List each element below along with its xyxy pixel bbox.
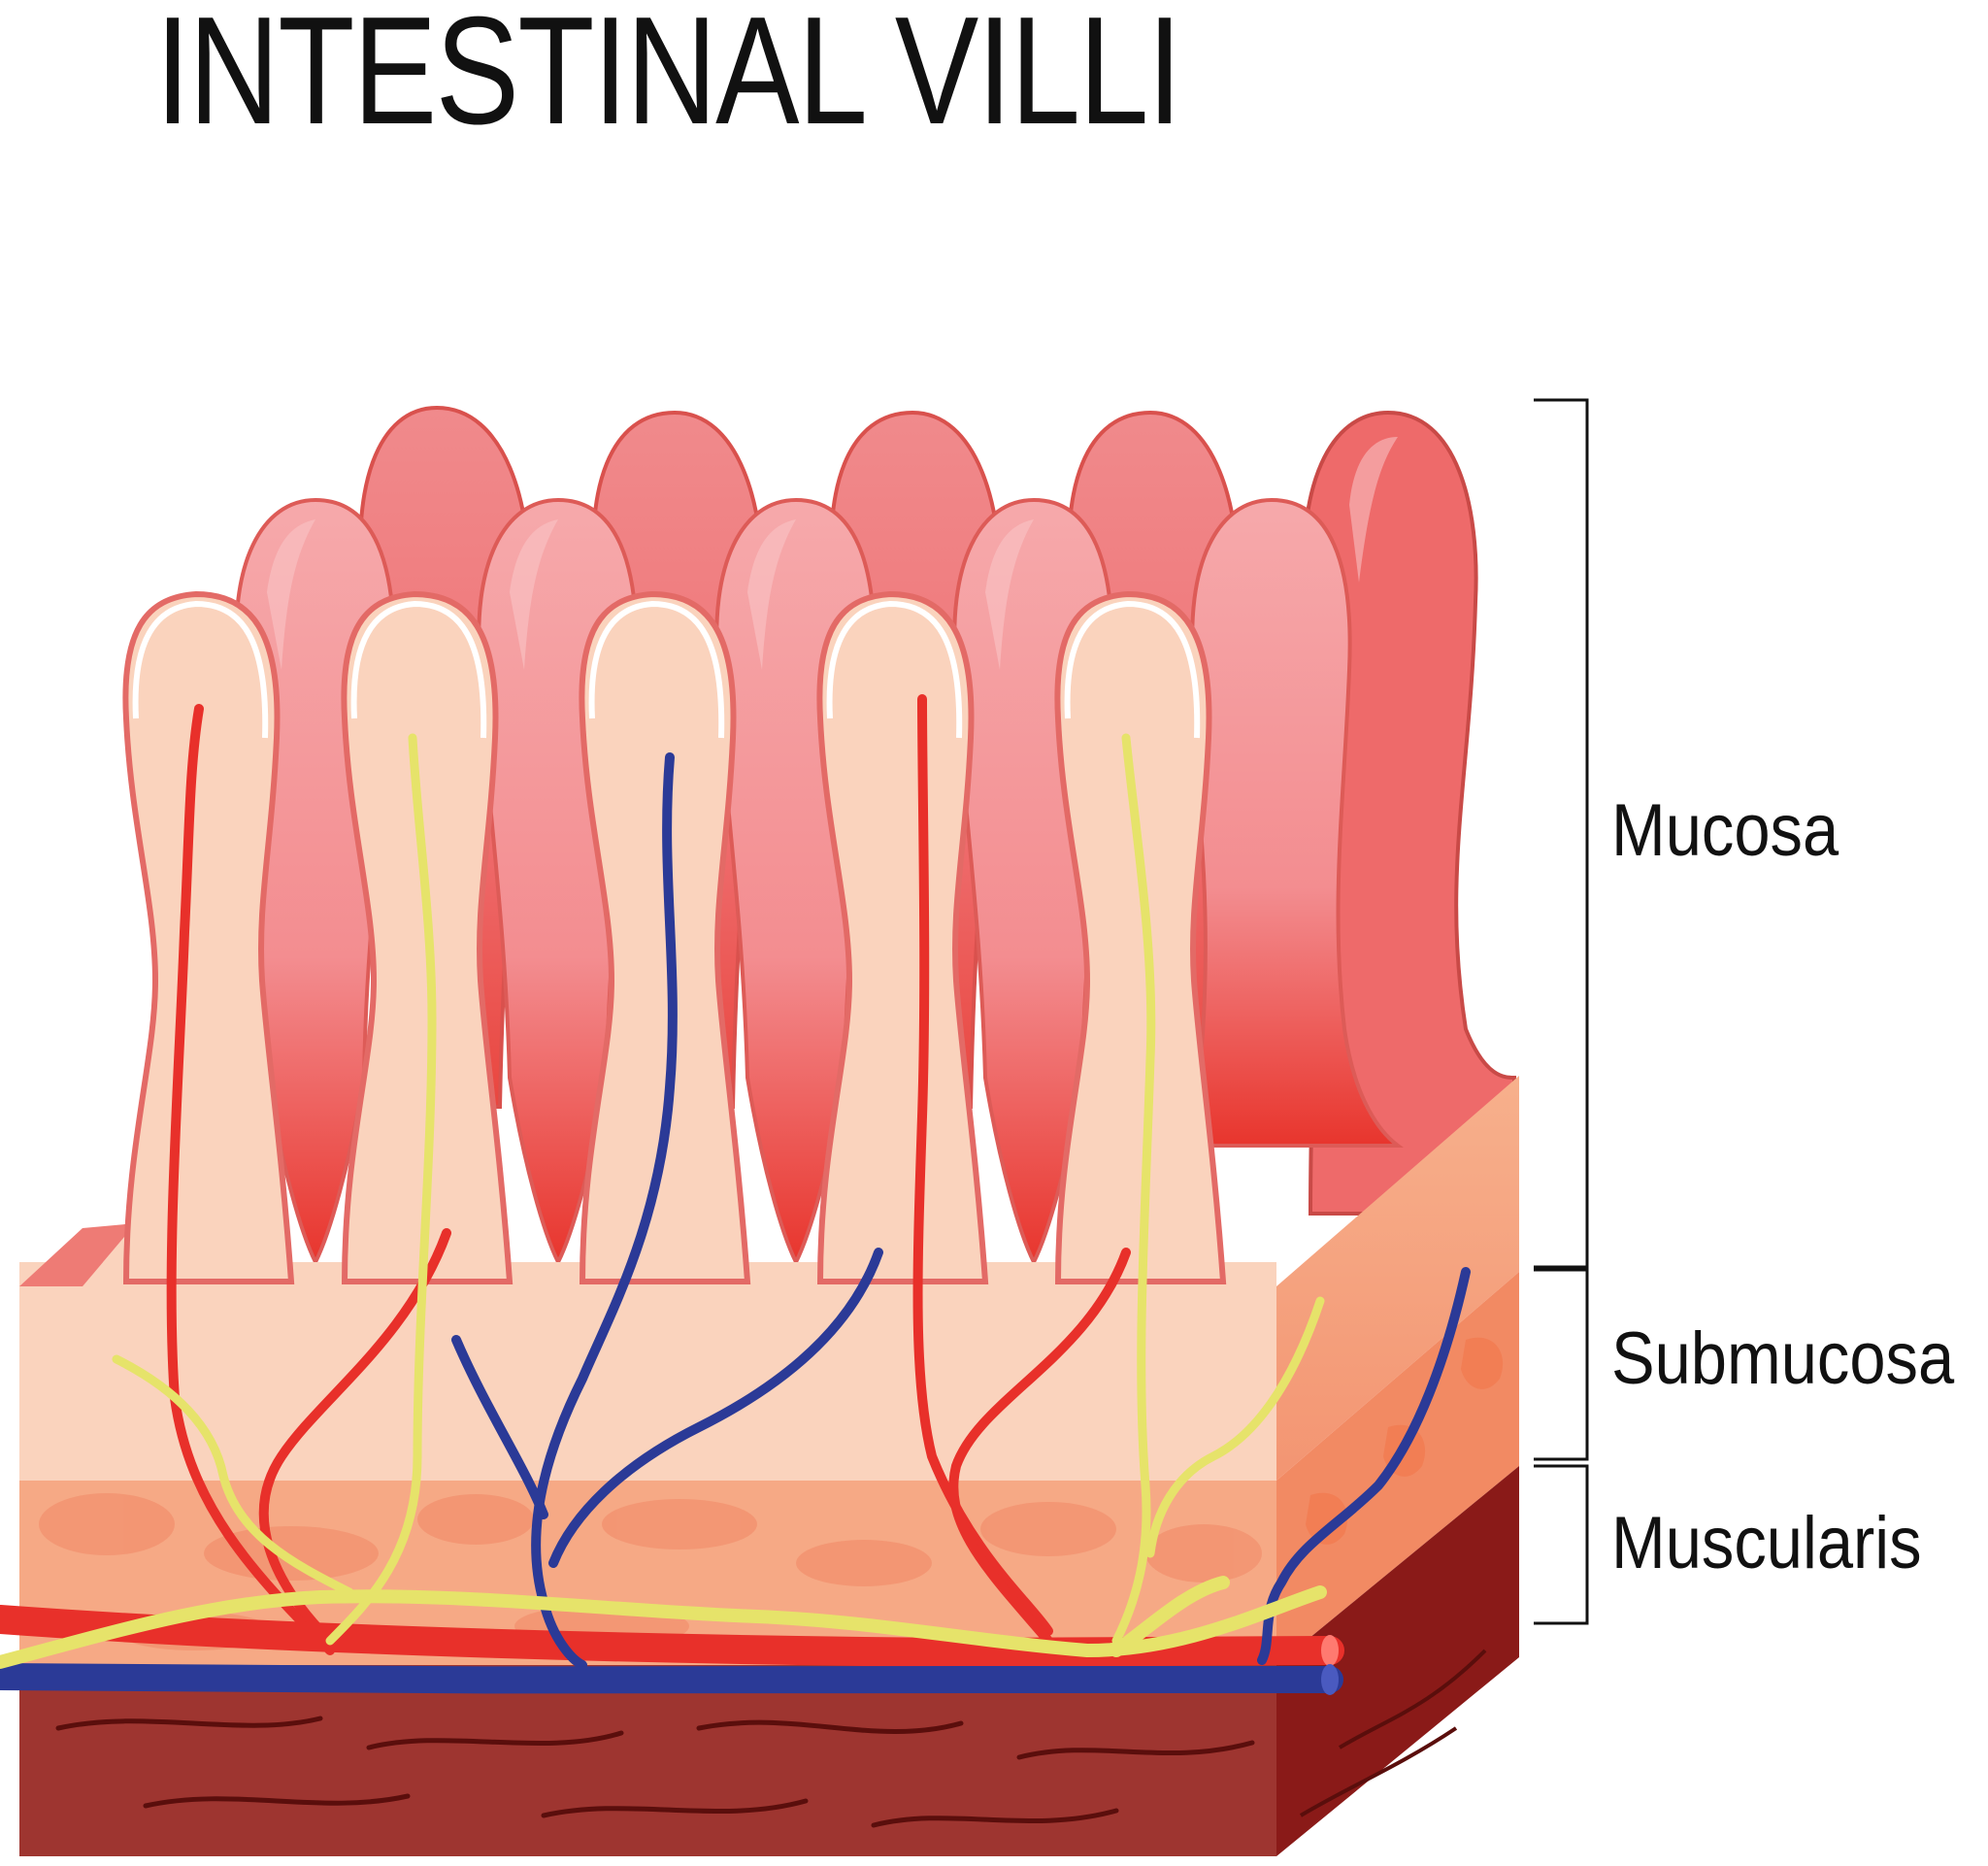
- muscularis-front: [19, 1665, 1276, 1856]
- nerve: [325, 733, 437, 1646]
- mucosa-base-front: [19, 1262, 1276, 1481]
- vein: [548, 1248, 883, 1568]
- artery: [912, 694, 1053, 1636]
- vein: [451, 1335, 548, 1519]
- nerve: [112, 1354, 354, 1597]
- front-villus: [579, 590, 751, 1284]
- muscularis-label: Muscularis: [1611, 1502, 1922, 1584]
- mucosa-label: Mucosa: [1611, 789, 1839, 872]
- artery-trunk: [0, 1605, 1344, 1668]
- page-title: INTESTINAL VILLI: [155, 0, 1182, 156]
- artery: [948, 1248, 1131, 1646]
- mucosa-side: [1276, 1076, 1519, 1481]
- layer-brackets: [1534, 398, 1589, 1625]
- muscularis-side: [1276, 1466, 1519, 1856]
- artery: [166, 704, 335, 1655]
- mid-villus: [1186, 497, 1404, 1148]
- artery: [258, 1228, 451, 1646]
- nerve: [1145, 1296, 1325, 1558]
- front-villus: [1054, 590, 1227, 1284]
- submucosa-label: Submucosa: [1611, 1317, 1955, 1400]
- vein-trunk: [0, 1663, 1343, 1694]
- block-side: [1276, 1076, 1519, 1856]
- front-villus: [122, 590, 295, 1284]
- block-front: [19, 1223, 1276, 1856]
- nerve-trunk: [1110, 1576, 1230, 1657]
- vessels: [0, 694, 1471, 1695]
- submucosa-bracket: [1534, 1268, 1589, 1461]
- nerve: [1111, 733, 1156, 1646]
- muscularis-bracket: [1534, 1464, 1589, 1625]
- front-villus: [816, 590, 989, 1284]
- mucosa-bracket: [1534, 398, 1589, 1269]
- nerve-trunk: [0, 1585, 1327, 1669]
